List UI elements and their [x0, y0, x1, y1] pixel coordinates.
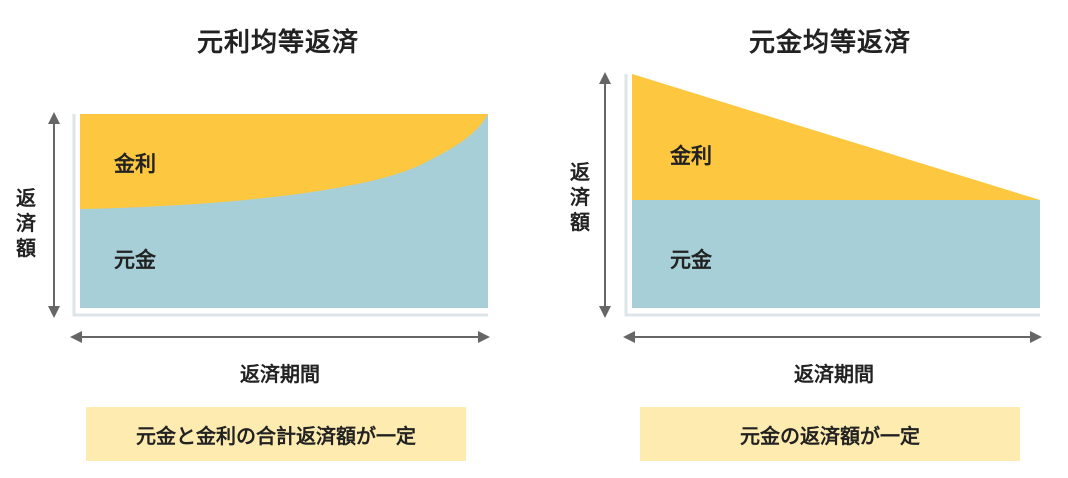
right-chart: [599, 72, 1042, 343]
right-chart-title: 元金均等返済: [748, 28, 911, 58]
right-y-char-1: 返済額: [570, 160, 590, 234]
right-interest-area: [632, 74, 1040, 200]
left-x-axis-label: 返済期間: [240, 362, 320, 386]
left-frame: [72, 114, 488, 317]
left-y-char-1: 返済額: [16, 186, 36, 260]
left-chart-title: 元利均等返済: [196, 28, 359, 58]
left-y-axis-label: 返済額: [14, 186, 38, 261]
left-note-text: 元金と金利の合計返済額が一定: [136, 423, 416, 448]
right-y-axis-label: 返済額: [568, 160, 592, 235]
left-note-box: 元金と金利の合計返済額が一定: [86, 407, 466, 461]
right-note-text: 元金の返済額が一定: [740, 423, 920, 448]
left-chart: [48, 112, 490, 343]
right-principal-area: [632, 200, 1040, 308]
left-principal-area: [80, 114, 488, 308]
right-note-box: 元金の返済額が一定: [640, 407, 1020, 461]
right-x-axis-label: 返済期間: [794, 362, 874, 386]
right-principal-label: 元金: [670, 248, 712, 272]
right-frame: [624, 74, 1040, 317]
left-interest-label: 金利: [114, 152, 156, 176]
right-interest-label: 金利: [670, 144, 712, 168]
left-principal-label: 元金: [114, 248, 156, 272]
